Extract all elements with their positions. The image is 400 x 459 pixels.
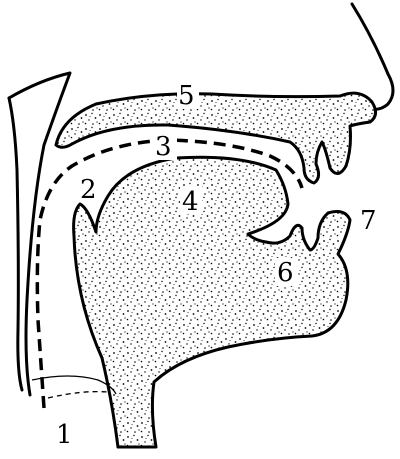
label-6-text: 6 bbox=[277, 258, 294, 288]
label-1: 1 bbox=[56, 420, 73, 450]
tongue bbox=[74, 157, 350, 447]
label-1-text: 1 bbox=[56, 420, 73, 450]
label-4: 4 bbox=[180, 186, 202, 217]
label-6: 6 bbox=[275, 258, 297, 288]
label-5: 5 bbox=[177, 81, 199, 111]
label-7: 7 bbox=[360, 206, 377, 236]
label-4-text: 4 bbox=[182, 187, 199, 217]
label-3: 3 bbox=[153, 132, 177, 162]
label-3-text: 3 bbox=[155, 132, 172, 162]
label-2-text: 2 bbox=[80, 175, 97, 205]
label-7-text: 7 bbox=[360, 206, 377, 236]
pharyngeal-wall-inner bbox=[9, 98, 22, 390]
label-5-text: 5 bbox=[178, 81, 195, 111]
glottis-dash bbox=[48, 392, 108, 398]
label-2: 2 bbox=[78, 174, 100, 205]
